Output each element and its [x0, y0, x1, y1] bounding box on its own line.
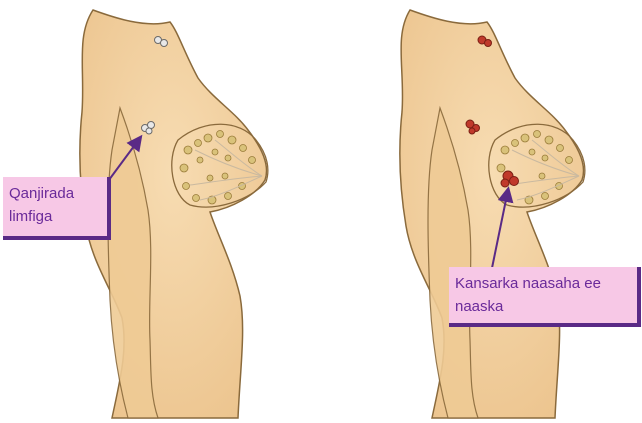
- breast-cancer-label-line-2: naaska: [455, 295, 631, 318]
- lymph-node-label: Qanjirada limfiga: [3, 177, 111, 240]
- lymph-node-label-line-2: limfiga: [9, 205, 101, 228]
- right-figure: [400, 10, 585, 418]
- lymph-node-label-line-1: Qanjirada: [9, 182, 101, 205]
- breast-cancer-label: Kansarka naasaha ee naaska: [449, 267, 641, 327]
- breast-cancer-label-line-1: Kansarka naasaha ee: [455, 272, 631, 295]
